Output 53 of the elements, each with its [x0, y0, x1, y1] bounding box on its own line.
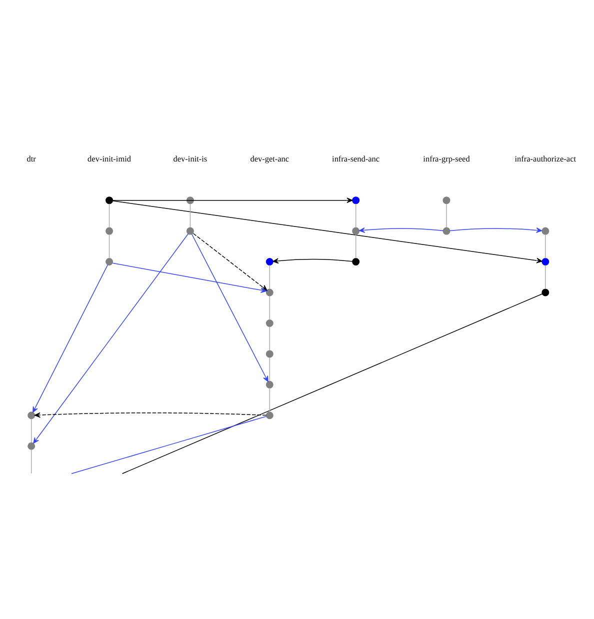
label: infra-authorize-act: [514, 154, 576, 164]
label: infra-send-anc: [332, 154, 380, 164]
node-circle: [542, 258, 550, 266]
arrow: [359, 226, 444, 232]
arrow: [34, 412, 267, 418]
connector: [122, 292, 543, 474]
node-circle: [266, 318, 274, 326]
connector: [30, 418, 32, 442]
node-circle: [352, 258, 360, 266]
node-circle: [266, 411, 274, 419]
node-circle: [266, 380, 274, 388]
node-circle: [106, 258, 114, 266]
connector: [269, 387, 270, 412]
connector: [446, 202, 447, 228]
label: dev-init-is: [173, 154, 208, 164]
connector: [355, 234, 356, 258]
node-circle: [106, 226, 114, 234]
arrow: [112, 197, 353, 203]
connector: [545, 234, 546, 258]
node-circle: [442, 196, 450, 204]
connector: [108, 234, 110, 258]
node-circle: [186, 226, 194, 234]
node-circle: [352, 226, 360, 234]
node-circle: [106, 196, 114, 204]
connector: [269, 356, 270, 382]
arrow: [112, 200, 542, 263]
node-circle: [266, 288, 274, 296]
connector: [269, 326, 270, 350]
connector: [269, 264, 270, 289]
node-circle: [442, 226, 450, 234]
connector: [190, 202, 191, 228]
label: infra-grp-seed: [423, 154, 470, 164]
label: dev-init-imid: [88, 154, 132, 164]
node-circle: [266, 258, 274, 266]
label: dev-get-anc: [250, 154, 290, 164]
node-circle: [186, 196, 194, 204]
connector: [355, 202, 356, 228]
connector: [71, 416, 267, 474]
node-circle: [28, 442, 36, 450]
node-circle: [28, 411, 36, 419]
arrow: [272, 258, 353, 264]
arrow: [33, 232, 189, 444]
arrow: [32, 264, 108, 412]
arrow: [450, 227, 542, 232]
connector: [108, 202, 110, 228]
label: dtr: [26, 154, 36, 164]
node-circle: [266, 350, 274, 358]
node-circle: [352, 196, 360, 204]
connector: [30, 448, 32, 474]
connector: [269, 295, 270, 320]
node-circle: [542, 288, 550, 296]
node-circle: [542, 226, 550, 234]
connector: [545, 264, 546, 289]
